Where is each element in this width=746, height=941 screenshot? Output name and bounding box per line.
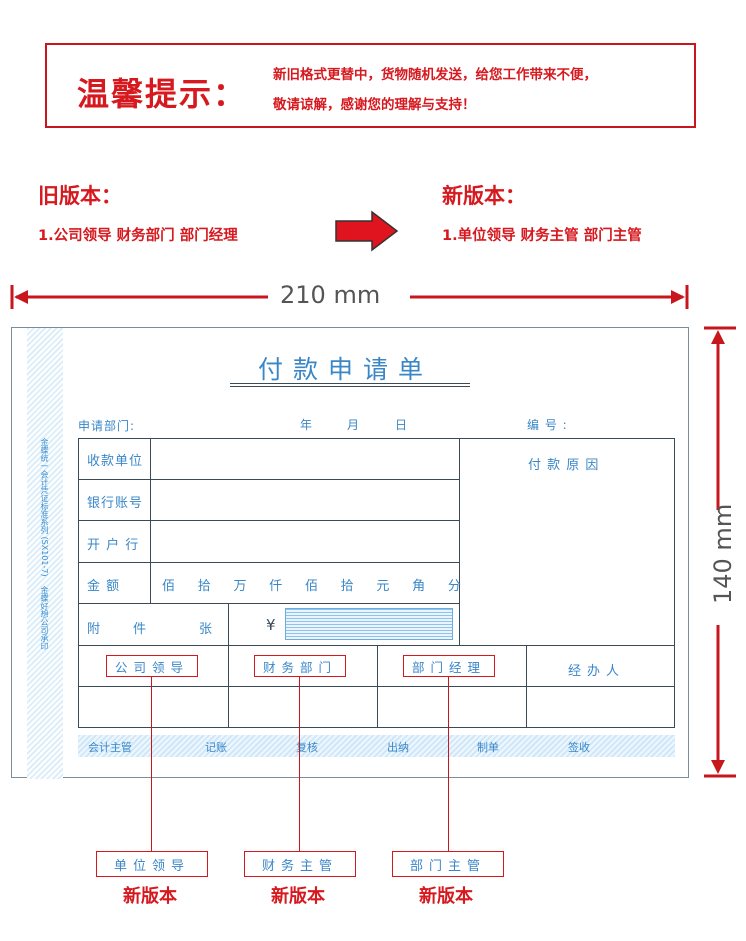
unit-7: 角: [412, 579, 427, 594]
row-line-1: [78, 479, 459, 480]
callout-dept-supervisor: 部门主管: [392, 851, 504, 877]
apply-dept-label: 申请部门:: [78, 419, 136, 433]
width-dimension-arrow: [10, 285, 689, 309]
sign-box-company-leader: 公司领导: [106, 655, 198, 677]
title-underline: [230, 383, 470, 387]
day-label: 日: [395, 418, 409, 432]
form-stub-strip: 金蝶统一会计凭证标准系列 (SX101-7) 金蝶好想公司承印: [27, 328, 63, 779]
row-line-6: [78, 686, 675, 687]
unit-4: 佰: [304, 579, 319, 594]
old-version-line: 1.公司领导 财务部门 部门经理: [38, 228, 238, 244]
payee-label: 收款单位: [87, 454, 144, 469]
attach-mid-label: 件: [133, 622, 148, 637]
stub-text-printer: 金蝶好想公司承印: [40, 586, 49, 650]
callout-tag-1: 新版本: [123, 886, 177, 907]
attach-label: 附: [87, 622, 102, 637]
right-arrow-icon: [335, 210, 399, 252]
callout-tag-3: 新版本: [419, 886, 473, 907]
amount-label: 金 额: [87, 579, 121, 594]
callout-unit-leader: 单位领导: [96, 851, 208, 877]
new-version-line: 1.单位领导 财务主管 部门主管: [442, 228, 642, 244]
number-label: 编 号 :: [527, 418, 568, 432]
footer-prepared-by: 制单: [477, 741, 499, 754]
row-line-2: [78, 520, 459, 521]
row-line-4: [78, 603, 459, 604]
notice-line-1: 新旧格式更替中，货物随机发送，给您工作带来不便，: [273, 67, 597, 83]
month-label: 月: [347, 418, 361, 432]
footer-bookkeeping: 记账: [205, 741, 227, 754]
sign-divider-1: [228, 645, 229, 728]
sign-divider-3: [526, 645, 527, 728]
row-line-5: [78, 645, 675, 646]
callout-finance-supervisor: 财务主管: [244, 851, 356, 877]
unit-5: 拾: [340, 579, 355, 594]
reason-label: 付 款 原 因: [528, 458, 600, 473]
bank-label: 开 户 行: [87, 538, 140, 553]
sign-box-dept-manager: 部门经理: [403, 655, 495, 677]
notice-title: 温馨提示：: [77, 75, 248, 113]
handler-label: 经办人: [568, 664, 626, 679]
unit-8: 分: [447, 579, 462, 594]
yen-sign: ¥: [266, 616, 276, 634]
unit-2: 万: [233, 579, 248, 594]
unit-3: 仟: [269, 579, 284, 594]
form-table: [78, 438, 675, 728]
unit-1: 拾: [197, 579, 212, 594]
footer-signed: 签收: [568, 741, 590, 754]
reason-divider: [459, 438, 460, 646]
callout-line-3: [448, 677, 449, 851]
callout-line-2: [299, 677, 300, 851]
footer-strip: 会计主管 记账 复核 出纳 制单 签收: [78, 735, 675, 757]
sign-divider-2: [377, 645, 378, 728]
footer-review: 复核: [296, 741, 318, 754]
callout-line-1: [151, 677, 152, 851]
bank-account-label: 银行账号: [87, 496, 144, 511]
old-version-title: 旧版本：: [38, 184, 122, 208]
height-label: 140 mm: [709, 503, 737, 604]
sign-box-finance-dept: 财务部门: [254, 655, 346, 677]
footer-accounting-supervisor: 会计主管: [88, 741, 132, 754]
height-dimension-arrow: [704, 326, 736, 778]
form-title: 付款申请单: [258, 355, 434, 384]
notice-box: 温馨提示： 新旧格式更替中，货物随机发送，给您工作带来不便， 敬请谅解，感谢您的…: [45, 43, 696, 128]
amount-units: 佰 拾 万 仟 佰 拾 元 角 分: [162, 575, 462, 594]
amount-figure-box[interactable]: [285, 608, 453, 640]
width-label: 210 mm: [280, 281, 381, 309]
payment-request-form: 金蝶统一会计凭证标准系列 (SX101-7) 金蝶好想公司承印 付款申请单 申请…: [11, 327, 689, 779]
notice-line-2: 敬请谅解，感谢您的理解与支持！: [273, 97, 476, 113]
new-version-title: 新版本：: [442, 184, 526, 208]
footer-cashier: 出纳: [387, 741, 409, 754]
year-label: 年: [300, 418, 314, 432]
row-line-3: [78, 562, 459, 563]
unit-0: 佰: [162, 579, 177, 594]
stub-text-series: 金蝶统一会计凭证标准系列 (SX101-7): [40, 438, 49, 577]
callout-tag-2: 新版本: [271, 886, 325, 907]
unit-6: 元: [376, 579, 391, 594]
label-divider: [150, 438, 151, 603]
attach-end-label: 张: [199, 622, 214, 637]
attach-divider: [228, 603, 229, 645]
